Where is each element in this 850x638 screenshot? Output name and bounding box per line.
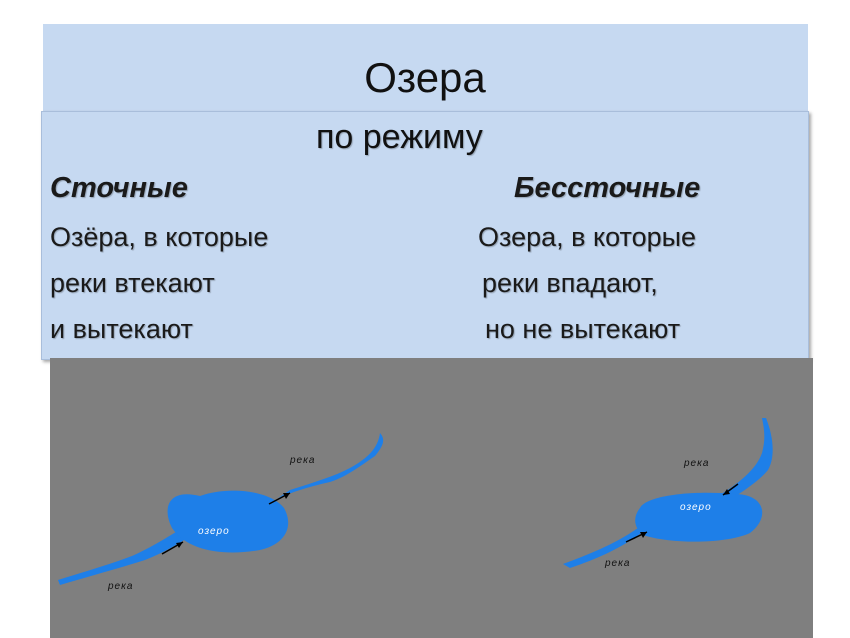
right-heading: Бессточные — [514, 172, 701, 204]
left-line-2: реки втекают — [50, 268, 215, 298]
page-title: Озера — [364, 54, 486, 101]
left-river-in — [58, 528, 190, 585]
title-banner — [43, 24, 808, 112]
endorheic-lake-group: река озеро река — [563, 418, 773, 569]
left-arrow-out-head — [283, 493, 290, 499]
right-arrow-top-head — [723, 489, 730, 495]
right-arrow-bottom-head — [640, 532, 647, 538]
right-river-top-label: река — [683, 458, 709, 469]
left-line-1: Озёра, в которые — [50, 222, 269, 252]
lakes-diagram-svg: река озеро река река озеро река — [50, 358, 813, 638]
right-river-bottom — [563, 526, 650, 568]
drainage-lake-group: река озеро река — [58, 433, 384, 592]
left-lake-label: озеро — [198, 526, 230, 537]
left-river-top-label: река — [289, 455, 315, 466]
left-arrow-in-head — [176, 542, 183, 548]
right-line-2: реки впадают, — [482, 268, 658, 298]
left-lake — [167, 490, 289, 553]
right-line-1: Озера, в которые — [478, 222, 697, 252]
left-heading: Сточные — [50, 172, 188, 204]
left-river-bottom-label: река — [107, 581, 133, 592]
content-panel — [41, 111, 809, 360]
left-river-out — [278, 433, 384, 498]
right-lake-label: озеро — [680, 502, 712, 513]
right-river-bottom-label: река — [604, 558, 630, 569]
subtitle: по режиму — [316, 118, 483, 156]
lakes-diagram: река озеро река река озеро река — [50, 358, 813, 638]
right-lake — [635, 492, 763, 542]
left-line-3: и вытекают — [50, 314, 193, 344]
right-line-3: но не вытекают — [485, 314, 681, 344]
